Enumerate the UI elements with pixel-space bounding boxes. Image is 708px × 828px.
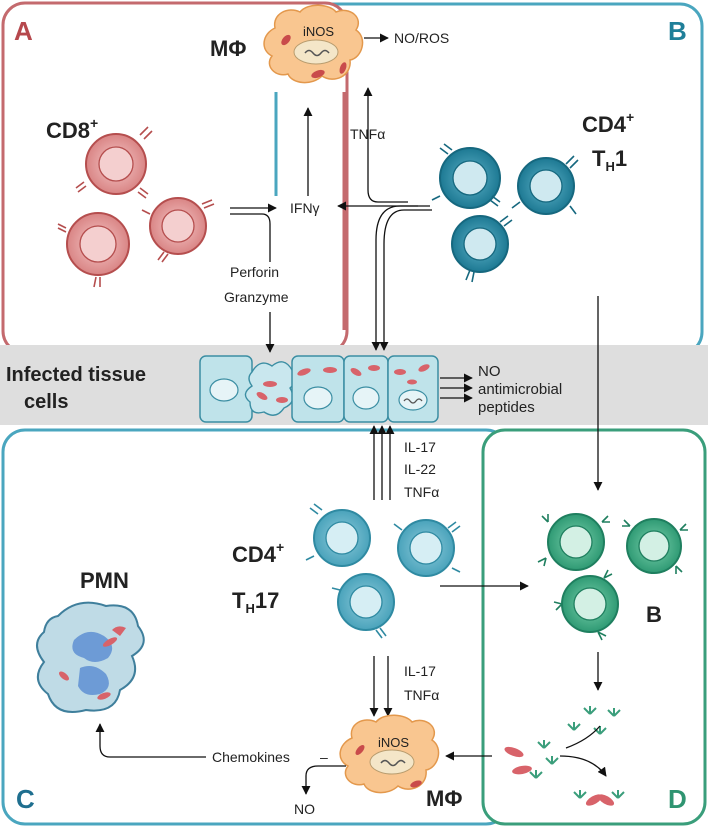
il17-label-bottom: IL-17 — [404, 663, 436, 679]
il17-label: IL-17 — [404, 439, 436, 455]
b-cells — [537, 513, 688, 641]
bacterium — [512, 765, 532, 775]
cd8-cell — [141, 197, 215, 263]
panel-letter-d: D — [668, 784, 687, 814]
antibodies — [529, 706, 625, 799]
chemokines-to-pmn-arrow — [95, 723, 206, 758]
no-label-tissue: NO — [478, 363, 501, 380]
chemokines-label: Chemokines — [212, 749, 290, 765]
th1-cell — [431, 143, 501, 209]
b-cell — [622, 518, 688, 574]
macrophage-top — [263, 4, 364, 84]
perforin-label: Perforin — [230, 264, 279, 280]
il22-label: IL-22 — [404, 461, 436, 477]
th17-cell — [331, 573, 395, 639]
cd8-label: CD8+ — [46, 115, 98, 143]
tissue-cell — [343, 355, 389, 423]
tissue-cells — [199, 355, 439, 423]
macrophage-bottom — [339, 714, 440, 794]
macrophage-label-bottom: MΦ — [426, 786, 462, 811]
infected-label-line2: cells — [24, 391, 68, 413]
granzyme-label: Granzyme — [224, 289, 289, 305]
antimicrobial-label: antimicrobial — [478, 381, 562, 398]
no-label-bottom: NO — [294, 801, 315, 817]
cd8-to-ifng-line2 — [230, 213, 271, 262]
bacterium — [597, 794, 615, 806]
tissue-cell — [199, 355, 253, 423]
panel-letter-a: A — [14, 16, 33, 46]
bacterium — [585, 794, 603, 806]
th1-down-line1 — [371, 205, 430, 351]
antibody-split-arrow-upper — [565, 725, 601, 749]
bacterium — [504, 746, 524, 758]
th17-cells — [305, 503, 461, 639]
tnfa-label-mid: TNFα — [404, 484, 439, 500]
antibody-split-arrow — [559, 755, 607, 777]
th17-cell — [393, 519, 461, 577]
tissue-cell-lysed — [244, 361, 297, 416]
th17-cell — [305, 503, 371, 567]
pmn-cell — [36, 601, 145, 713]
th1-cd4-label: CD4+ — [582, 109, 634, 137]
tissue-cell — [387, 355, 439, 423]
th17-label: TH17 — [232, 588, 279, 616]
chemokines-dash: – — [320, 749, 328, 765]
peptides-label: peptides — [478, 399, 535, 416]
th1-cell — [511, 155, 579, 215]
macrophage-label-top: MΦ — [210, 36, 246, 61]
inos-label-top: iNOS — [303, 24, 334, 39]
th1-label: TH1 — [592, 146, 627, 174]
th1-down-line2 — [379, 209, 432, 351]
th1-to-macrophage-tnfa — [363, 87, 408, 203]
pmn-label: PMN — [80, 568, 129, 593]
no-ros-label: NO/ROS — [394, 30, 449, 46]
b-cell — [537, 513, 610, 571]
b-cell-label: B — [646, 602, 662, 627]
inos-label-bottom: iNOS — [378, 735, 409, 750]
cd8-cells — [57, 126, 215, 288]
infected-label-line1: Infected tissue — [6, 364, 146, 386]
panel-letter-b: B — [668, 16, 687, 46]
th1-cells — [431, 143, 579, 283]
panel-letter-c: C — [16, 784, 35, 814]
b-cell — [553, 569, 619, 641]
ifng-label: IFNγ — [290, 200, 320, 216]
tnfa-label-bottom: TNFα — [404, 687, 439, 703]
cd8-cell — [75, 126, 153, 199]
th17-cd4-label: CD4+ — [232, 539, 284, 567]
tissue-cell — [291, 355, 345, 423]
cd8-cell — [57, 212, 130, 288]
macrophage-to-no-arrow — [301, 765, 346, 795]
th1-cell — [451, 215, 513, 283]
